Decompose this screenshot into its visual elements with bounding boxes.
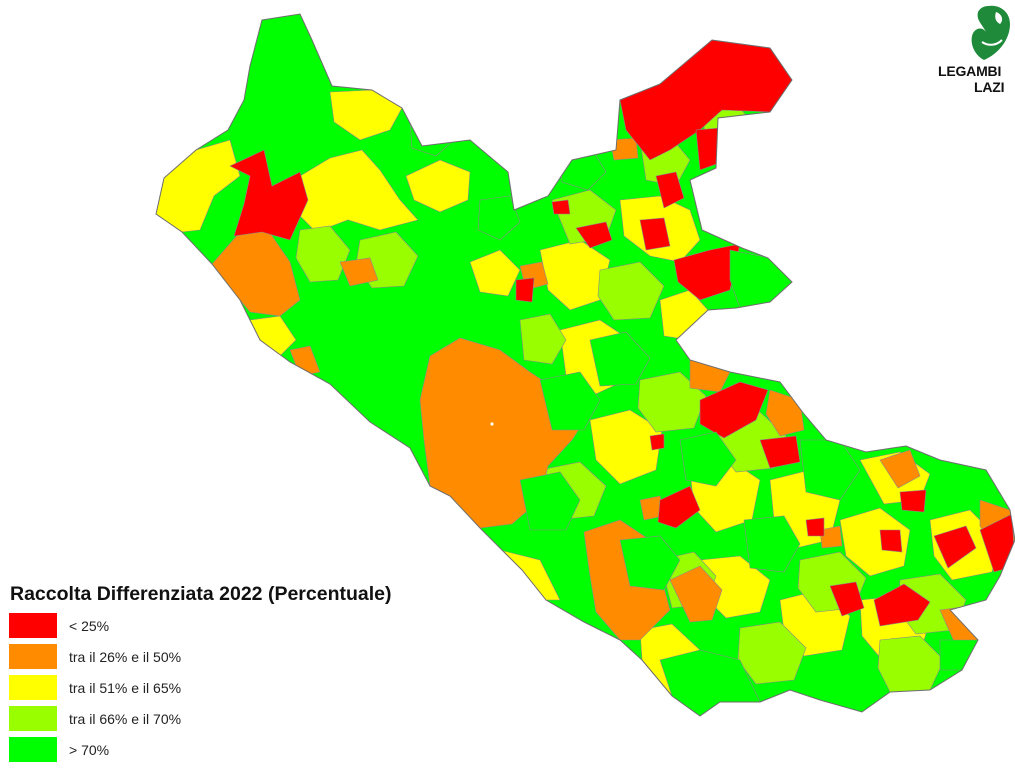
legend-swatch xyxy=(9,706,57,731)
legend-swatch xyxy=(9,644,57,669)
legend-item-26-50: tra il 26% e il 50% xyxy=(9,644,392,669)
legend-title: Raccolta Differenziata 2022 (Percentuale… xyxy=(10,583,392,605)
roma-marker xyxy=(490,422,494,426)
legend-label: tra il 51% e il 65% xyxy=(69,679,182,696)
green-swan-logo-icon xyxy=(971,5,1010,61)
legend-label: tra il 66% e il 70% xyxy=(69,710,182,727)
municipality-layer xyxy=(156,39,1015,716)
legend-swatch xyxy=(9,675,57,700)
legend-label: tra il 26% e il 50% xyxy=(69,648,182,665)
legend-label: < 25% xyxy=(69,617,110,634)
legend-item-above-70: > 70% xyxy=(9,737,392,762)
map-legend: Raccolta Differenziata 2022 (Percentuale… xyxy=(9,583,392,768)
legend-item-51-65: tra il 51% e il 65% xyxy=(9,675,392,700)
legambiente-logo: LEGAMBI LAZI xyxy=(938,2,1015,100)
logo-text-line1: LEGAMBI xyxy=(938,63,1002,79)
legend-swatch xyxy=(9,613,57,638)
legend-swatch xyxy=(9,737,57,762)
legend-item-66-70: tra il 66% e il 70% xyxy=(9,706,392,731)
class-below-25-areas xyxy=(229,39,1015,627)
legend-label: > 70% xyxy=(69,741,110,758)
legend-item-below-25: < 25% xyxy=(9,613,392,638)
logo-text-line2: LAZI xyxy=(974,79,1005,95)
